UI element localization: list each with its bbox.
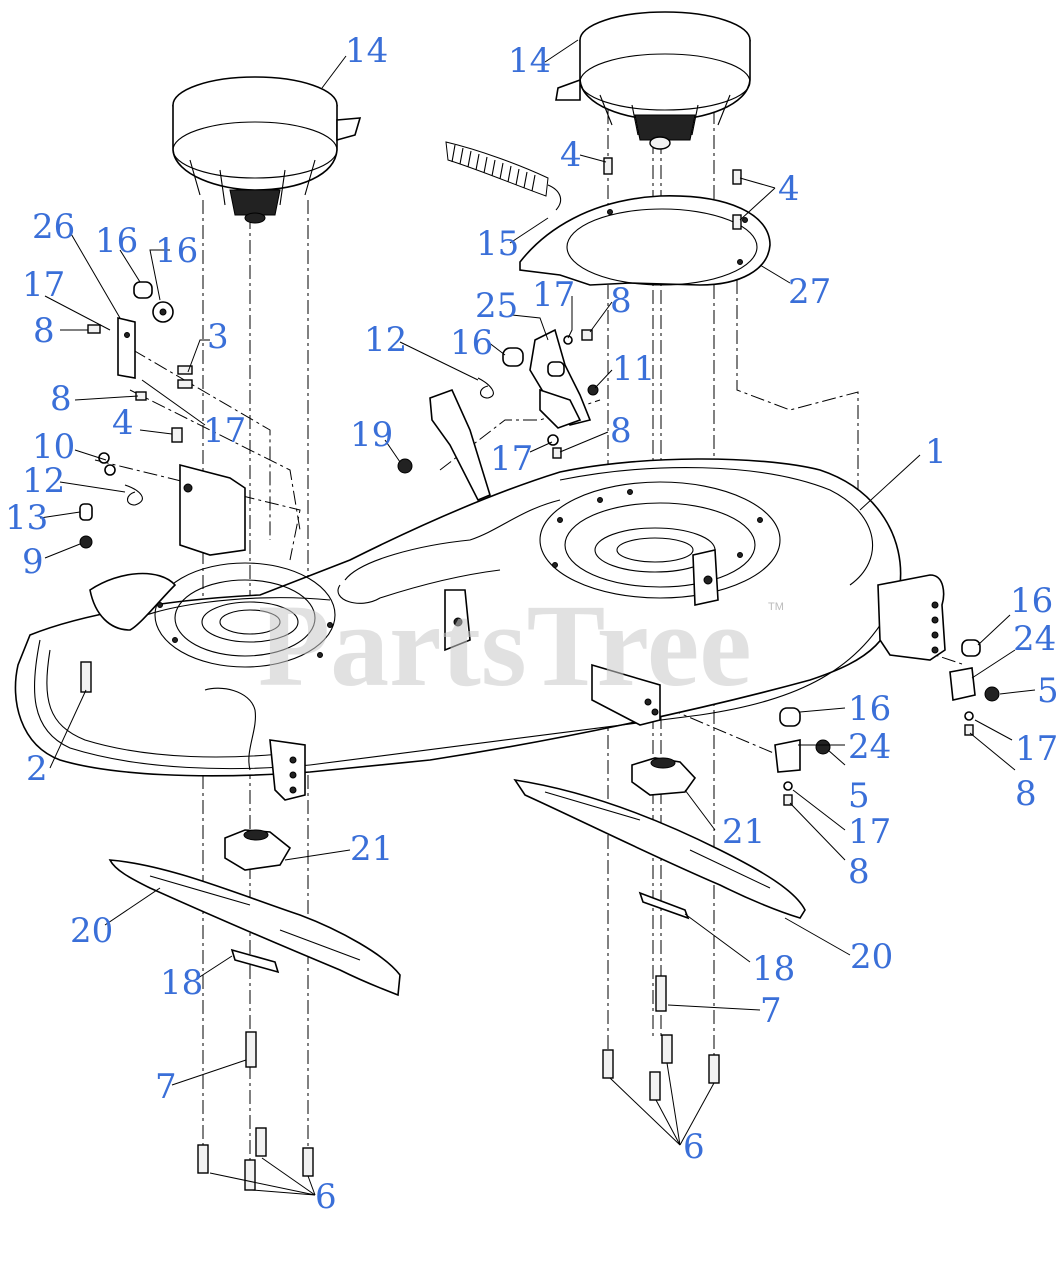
callout-18[interactable]: 18 (752, 949, 795, 989)
callout-4[interactable]: 4 (778, 169, 800, 209)
callout-15[interactable]: 15 (476, 224, 519, 264)
callout-6[interactable]: 6 (683, 1127, 705, 1167)
callout-24[interactable]: 24 (848, 727, 891, 767)
callout-1[interactable]: 1 (925, 432, 947, 472)
callout-8[interactable]: 8 (848, 852, 870, 892)
callout-17[interactable]: 17 (532, 275, 575, 315)
callout-20[interactable]: 20 (850, 937, 893, 977)
callout-25[interactable]: 25 (475, 286, 518, 326)
callout-17[interactable]: 17 (848, 812, 891, 852)
tension-spring (445, 141, 562, 211)
callout-9[interactable]: 9 (22, 542, 44, 582)
callout-8[interactable]: 8 (33, 311, 55, 351)
callout-17[interactable]: 17 (490, 439, 533, 479)
callout-3[interactable]: 3 (207, 317, 229, 357)
spindle-housing-right (555, 11, 751, 150)
callout-26[interactable]: 26 (32, 207, 75, 247)
callout-21[interactable]: 21 (722, 812, 765, 852)
spindle-housing-left (172, 76, 362, 224)
callout-21[interactable]: 21 (350, 829, 393, 869)
callout-4[interactable]: 4 (560, 135, 582, 175)
callout-7[interactable]: 7 (760, 991, 782, 1031)
mower-deck (14, 458, 946, 801)
idler-arm (429, 328, 592, 502)
callout-20[interactable]: 20 (70, 911, 113, 951)
hardware (79, 157, 1000, 1191)
callout-13[interactable]: 13 (5, 498, 48, 538)
callout-18[interactable]: 18 (160, 963, 203, 1003)
callout-14[interactable]: 14 (345, 31, 388, 71)
callout-16[interactable]: 16 (848, 689, 891, 729)
callout-17[interactable]: 17 (1015, 729, 1058, 769)
callout-2[interactable]: 2 (26, 749, 48, 789)
callout-8[interactable]: 8 (610, 411, 632, 451)
callout-19[interactable]: 19 (350, 415, 393, 455)
deck-holes (157, 489, 763, 658)
callout-17[interactable]: 17 (22, 265, 65, 305)
leader-lines (39, 39, 1036, 1196)
callout-8[interactable]: 8 (1015, 774, 1037, 814)
callout-5[interactable]: 5 (1037, 671, 1059, 711)
callout-8[interactable]: 8 (610, 281, 632, 321)
callout-8[interactable]: 8 (50, 379, 72, 419)
callout-11[interactable]: 11 (612, 349, 655, 389)
callout-14[interactable]: 14 (508, 41, 551, 81)
callout-16[interactable]: 16 (450, 323, 493, 363)
callout-24[interactable]: 24 (1013, 619, 1056, 659)
callout-10[interactable]: 10 (32, 427, 75, 467)
callout-4[interactable]: 4 (112, 403, 134, 443)
callout-labels: 14 14 4 4 4 15 27 26 16 16 17 8 3 8 17 1… (5, 31, 1059, 1217)
callout-6[interactable]: 6 (315, 1177, 337, 1217)
callout-5[interactable]: 5 (848, 776, 870, 816)
callout-16[interactable]: 16 (95, 221, 138, 261)
callout-17[interactable]: 17 (203, 411, 246, 451)
callout-27[interactable]: 27 (788, 272, 831, 312)
belt-cover-plate (519, 195, 771, 286)
watermark-text: PartsTree (258, 580, 752, 711)
callout-12[interactable]: 12 (364, 320, 407, 360)
callout-16[interactable]: 16 (155, 231, 198, 271)
callout-12[interactable]: 12 (22, 461, 65, 501)
callout-7[interactable]: 7 (155, 1067, 177, 1107)
watermark-trademark: TM (768, 601, 784, 613)
callout-16[interactable]: 16 (1010, 581, 1053, 621)
